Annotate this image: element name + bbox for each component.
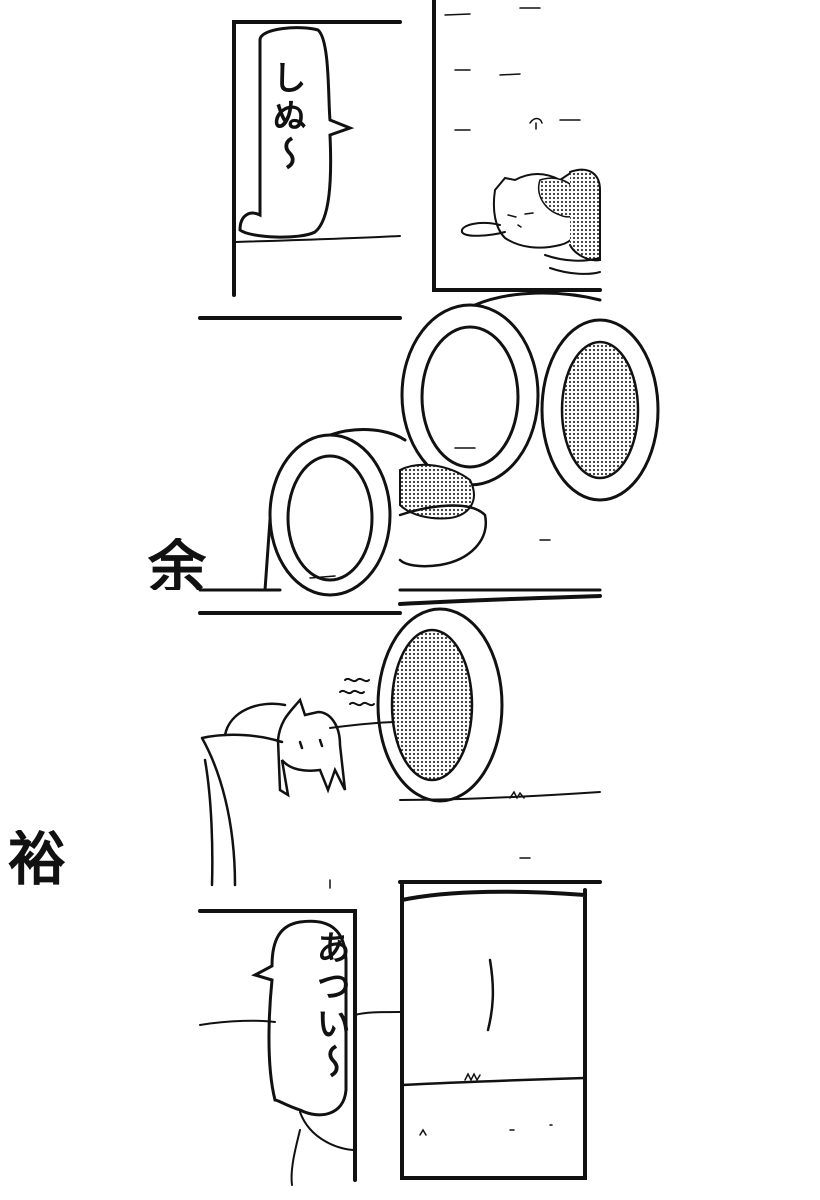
side-text-upper: 余 — [148, 538, 207, 590]
panel-sleeping-cat — [432, 0, 602, 292]
panel-tubes — [198, 291, 660, 597]
speech-bubble-top-text: しぬ〜 — [266, 60, 306, 174]
speech-bubble-bottom-text: あつい〜 — [310, 930, 350, 1082]
panel-cat-on-tube — [198, 594, 602, 889]
panel-speech-top — [232, 20, 402, 297]
panel-speech-bottom — [198, 883, 587, 1186]
side-text-lower: 裕 — [8, 830, 67, 890]
